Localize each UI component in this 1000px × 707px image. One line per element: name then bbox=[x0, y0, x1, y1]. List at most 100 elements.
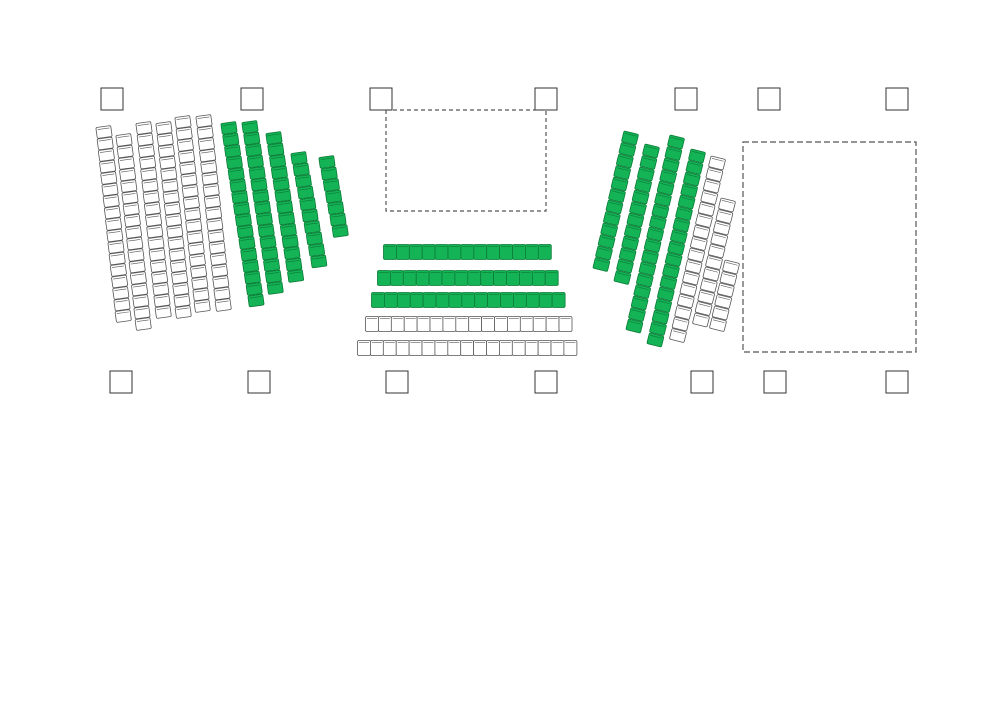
seat-free[interactable] bbox=[177, 138, 194, 152]
seat-free[interactable] bbox=[365, 316, 379, 332]
seat-taken[interactable] bbox=[480, 270, 495, 286]
seat-taken[interactable] bbox=[683, 171, 701, 187]
seat-free[interactable] bbox=[151, 270, 168, 285]
seat-taken[interactable] bbox=[310, 254, 328, 269]
seat-free[interactable] bbox=[711, 305, 730, 321]
seat-free[interactable] bbox=[185, 218, 203, 233]
seat-free[interactable] bbox=[722, 259, 740, 275]
seat-taken[interactable] bbox=[621, 235, 639, 251]
seat-free[interactable] bbox=[695, 213, 713, 228]
seat-free[interactable] bbox=[558, 316, 573, 332]
seat-taken[interactable] bbox=[236, 224, 254, 239]
seat-taken[interactable] bbox=[646, 332, 665, 348]
seat-taken[interactable] bbox=[642, 143, 660, 159]
seat-taken[interactable] bbox=[301, 208, 319, 223]
seat-free[interactable] bbox=[101, 182, 119, 197]
seat-free[interactable] bbox=[708, 155, 726, 171]
seat-free[interactable] bbox=[357, 340, 371, 356]
seat-free[interactable] bbox=[201, 171, 219, 186]
seat-free[interactable] bbox=[170, 259, 187, 273]
seat-taken[interactable] bbox=[269, 154, 286, 168]
seat-taken[interactable] bbox=[447, 244, 462, 260]
seat-taken[interactable] bbox=[281, 234, 299, 249]
seat-taken[interactable] bbox=[290, 151, 308, 165]
seat-free[interactable] bbox=[111, 274, 128, 289]
seat-free[interactable] bbox=[205, 206, 222, 220]
seat-free[interactable] bbox=[150, 259, 167, 273]
seat-taken[interactable] bbox=[285, 257, 303, 272]
seat-taken[interactable] bbox=[592, 257, 611, 272]
seat-taken[interactable] bbox=[637, 166, 655, 182]
seat-taken[interactable] bbox=[408, 244, 423, 260]
seat-taken[interactable] bbox=[256, 212, 273, 226]
seat-free[interactable] bbox=[519, 316, 534, 332]
seat-free[interactable] bbox=[718, 197, 736, 213]
seat-taken[interactable] bbox=[613, 165, 631, 180]
seat-taken[interactable] bbox=[625, 318, 644, 334]
seat-free[interactable] bbox=[213, 286, 231, 301]
seat-taken[interactable] bbox=[634, 178, 652, 193]
seat-free[interactable] bbox=[138, 144, 155, 158]
seat-free[interactable] bbox=[697, 201, 716, 217]
seat-free[interactable] bbox=[191, 276, 209, 290]
seat-taken[interactable] bbox=[460, 244, 475, 260]
seat-taken[interactable] bbox=[242, 259, 259, 273]
seat-free[interactable] bbox=[166, 224, 184, 239]
seat-free[interactable] bbox=[447, 340, 462, 356]
seat-free[interactable] bbox=[136, 132, 154, 147]
seat-free[interactable] bbox=[545, 316, 560, 332]
seat-free[interactable] bbox=[95, 125, 113, 139]
seat-taken[interactable] bbox=[659, 275, 678, 290]
seat-taken[interactable] bbox=[280, 223, 297, 237]
seat-free[interactable] bbox=[669, 328, 687, 343]
seat-taken[interactable] bbox=[318, 155, 336, 169]
seat-taken[interactable] bbox=[226, 155, 243, 170]
seat-taken[interactable] bbox=[474, 292, 489, 308]
seat-taken[interactable] bbox=[677, 194, 696, 210]
seat-free[interactable] bbox=[144, 201, 161, 216]
seat-free[interactable] bbox=[156, 132, 174, 147]
seat-free[interactable] bbox=[202, 183, 220, 197]
seat-taken[interactable] bbox=[308, 243, 325, 257]
seat-free[interactable] bbox=[96, 136, 114, 151]
seat-taken[interactable] bbox=[519, 270, 533, 286]
seat-taken[interactable] bbox=[680, 183, 698, 198]
seat-free[interactable] bbox=[130, 271, 147, 285]
seat-taken[interactable] bbox=[252, 189, 270, 203]
seat-free[interactable] bbox=[214, 298, 232, 312]
seat-free[interactable] bbox=[684, 259, 703, 274]
seat-taken[interactable] bbox=[261, 246, 279, 261]
seat-free[interactable] bbox=[98, 148, 115, 162]
seat-free[interactable] bbox=[416, 316, 431, 332]
seat-taken[interactable] bbox=[283, 246, 301, 260]
seat-taken[interactable] bbox=[608, 188, 626, 203]
seat-taken[interactable] bbox=[448, 292, 463, 308]
seat-free[interactable] bbox=[146, 224, 164, 239]
seat-free[interactable] bbox=[113, 297, 131, 312]
seat-taken[interactable] bbox=[272, 177, 290, 191]
seat-free[interactable] bbox=[183, 195, 200, 210]
seat-taken[interactable] bbox=[649, 215, 667, 230]
seat-free[interactable] bbox=[390, 316, 405, 332]
seat-free[interactable] bbox=[121, 190, 139, 205]
seat-taken[interactable] bbox=[493, 270, 508, 286]
seat-taken[interactable] bbox=[610, 176, 629, 192]
seat-taken[interactable] bbox=[624, 224, 642, 239]
seat-free[interactable] bbox=[442, 316, 457, 332]
seat-free[interactable] bbox=[186, 230, 204, 244]
seat-taken[interactable] bbox=[441, 270, 456, 286]
seat-free[interactable] bbox=[204, 194, 221, 209]
seat-taken[interactable] bbox=[247, 293, 265, 308]
seat-free[interactable] bbox=[460, 340, 475, 356]
seat-free[interactable] bbox=[165, 213, 182, 227]
seat-taken[interactable] bbox=[233, 201, 250, 216]
seat-free[interactable] bbox=[403, 316, 418, 332]
seat-taken[interactable] bbox=[630, 295, 649, 311]
seat-taken[interactable] bbox=[235, 213, 252, 227]
seat-free[interactable] bbox=[108, 251, 126, 266]
seat-taken[interactable] bbox=[231, 190, 249, 204]
seat-free[interactable] bbox=[200, 160, 218, 174]
seat-taken[interactable] bbox=[250, 177, 268, 192]
seat-taken[interactable] bbox=[595, 245, 613, 261]
seat-taken[interactable] bbox=[662, 263, 680, 279]
